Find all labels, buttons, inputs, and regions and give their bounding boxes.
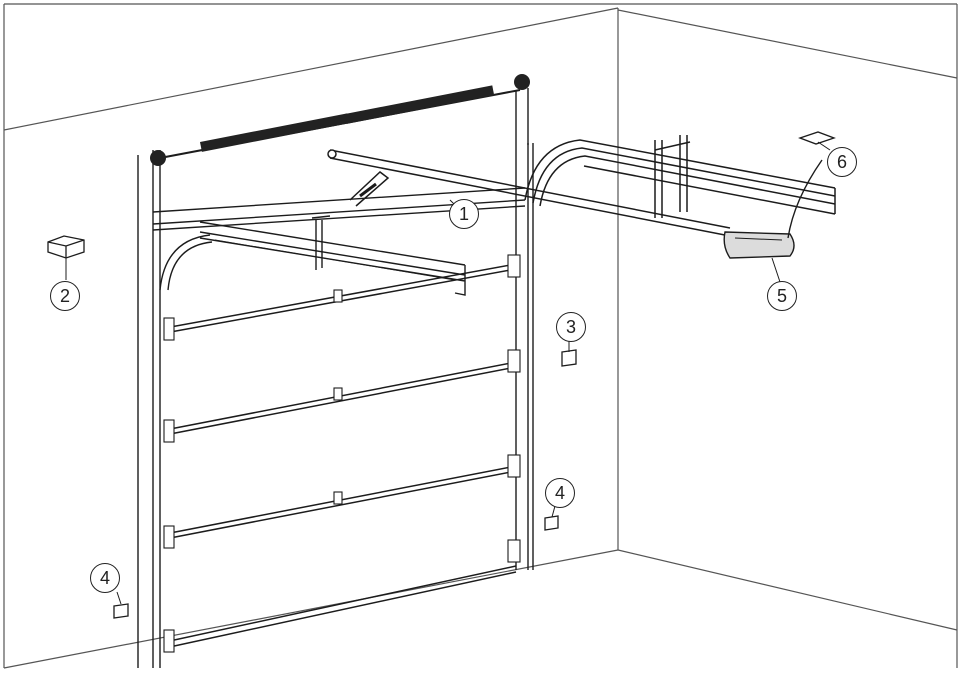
callout-4-left: 4 [90,563,120,593]
callout-5: 5 [767,281,797,311]
callout-1-number: 1 [458,204,469,224]
callout-4-left-number: 4 [99,568,110,588]
callout-2-number: 2 [59,286,70,306]
callout-1: 1 [449,199,479,229]
callout-6: 6 [827,147,857,177]
opener-rail [327,149,731,237]
room-walls [3,3,958,669]
callout-2: 2 [50,281,80,311]
callout-3: 3 [556,312,586,342]
callout-3-number: 3 [565,317,576,337]
callout-4-right-number: 4 [554,483,565,503]
callout-4-right: 4 [545,478,575,508]
callout-5-number: 5 [776,286,787,306]
door-panels [163,254,521,653]
torsion-springs [150,74,530,166]
motor-unit-drawing [723,159,823,259]
ceiling-line-right [617,9,958,79]
callout-6-number: 6 [836,152,847,172]
ceiling-track [524,135,836,218]
ceiling-line-back [3,7,619,131]
door-frame [137,143,534,668]
floor-line-right [617,549,958,631]
accessory-boxes [47,131,836,619]
